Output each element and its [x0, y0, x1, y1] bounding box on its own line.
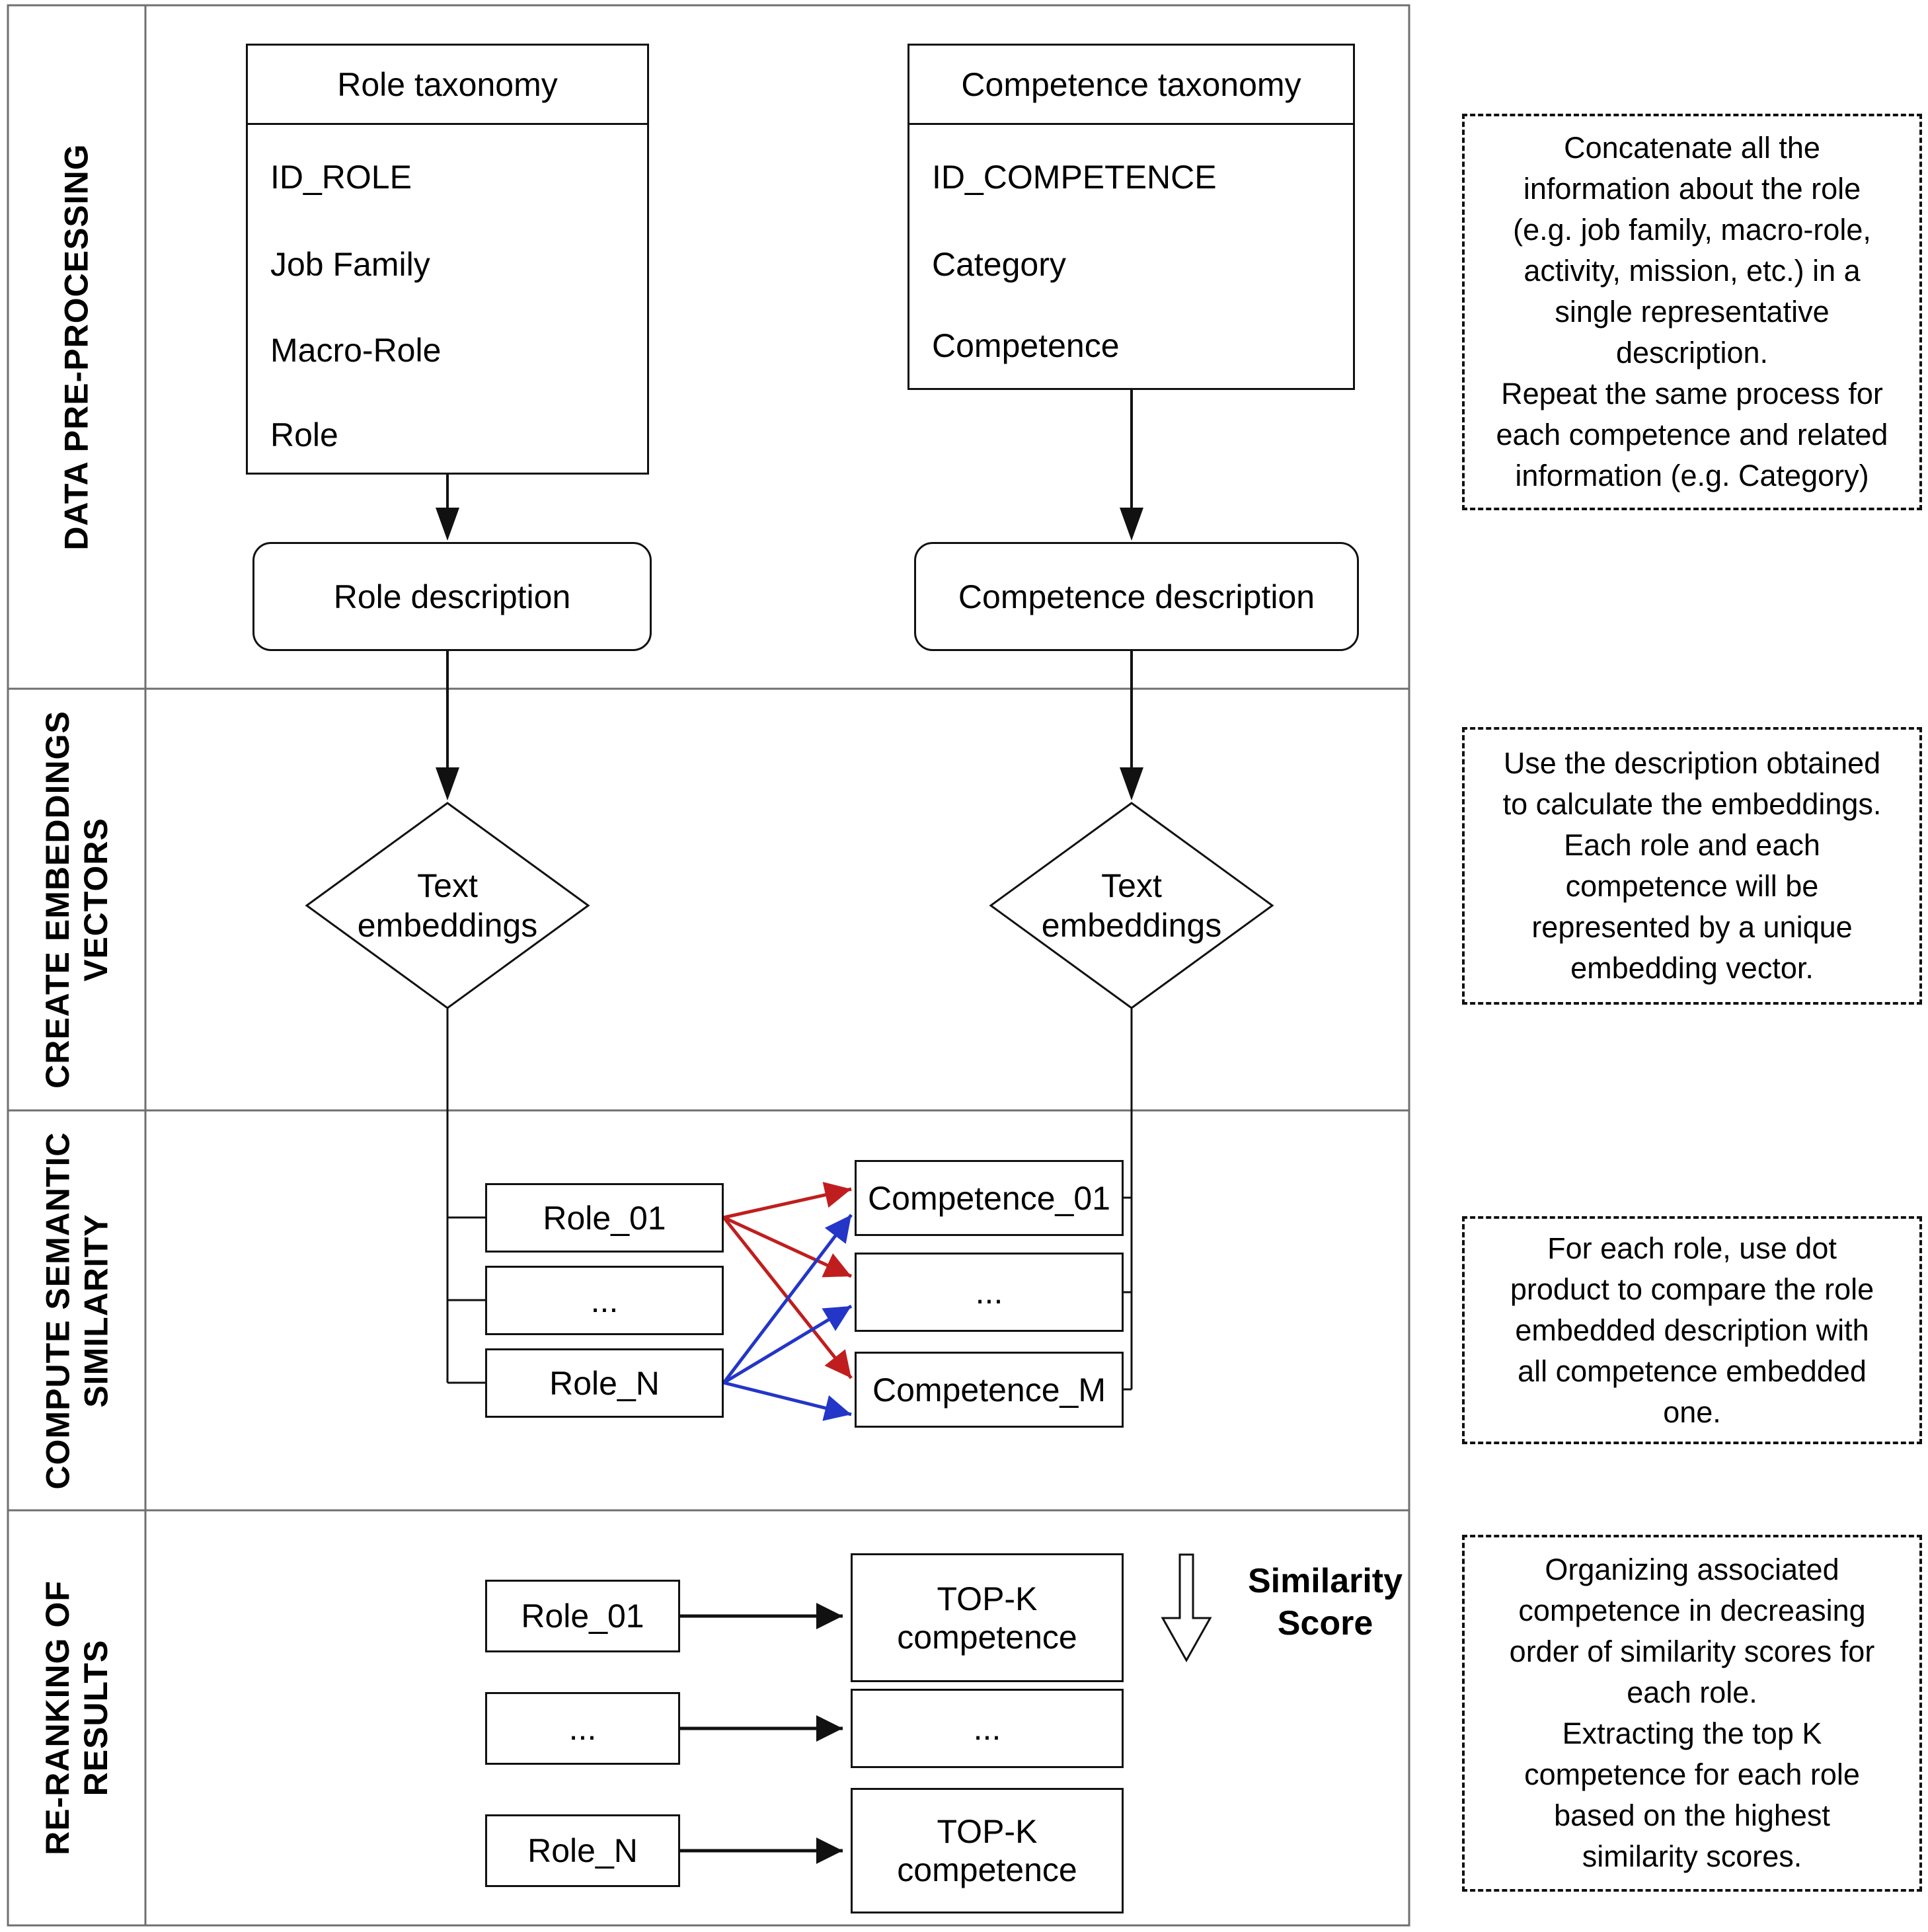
role-taxonomy-table: Role taxonomy ID_ROLE Job Family Macro-R…: [246, 44, 649, 475]
lane-3-header: COMPUTE SEMANTIC SIMILARITY: [8, 1110, 145, 1510]
similarity-score-label: Similarity Score: [1247, 1562, 1403, 1642]
lane-1-header: DATA PRE-PROCESSING: [8, 5, 145, 689]
annotation-line: competence will be: [1565, 869, 1819, 903]
annotation-line: Each role and each: [1564, 828, 1820, 862]
annotation-line: embedding vector.: [1570, 951, 1814, 985]
annotation-line: all competence embedded: [1518, 1354, 1867, 1388]
similarity-role-box-1: Role_01: [485, 1183, 724, 1253]
competence-taxonomy-arrowhead-icon: [1120, 508, 1143, 541]
role-taxonomy-field: Macro-Role: [270, 332, 442, 369]
annotation-line: description.: [1615, 336, 1769, 369]
similarity-arrow-red-1: [723, 1182, 852, 1219]
competence-taxonomy-field: Competence: [932, 327, 1120, 364]
competence-taxonomy-field: ID_COMPETENCE: [932, 159, 1217, 196]
annotation-line: information (e.g. Category): [1515, 459, 1869, 492]
role-text-embeddings-label: Text embeddings: [357, 867, 538, 944]
lane-1-label: DATA PRE-PROCESSING: [58, 143, 95, 551]
annotation-line: based on the highest: [1554, 1798, 1830, 1832]
lane-2-label: CREATE EMBEDDINGS VECTORS: [39, 711, 115, 1089]
rerank-topk-box-2: ...: [851, 1689, 1124, 1768]
lane-4-label: RE-RANKING OF RESULTS: [39, 1580, 115, 1855]
lane-4-header: RE-RANKING OF RESULTS: [8, 1510, 145, 1925]
annotation-reranking: Organizing associated competence in decr…: [1462, 1535, 1922, 1892]
rerank-role-box-1: Role_01: [485, 1580, 680, 1652]
role-taxonomy-arrowhead-icon: [436, 508, 459, 541]
annotation-line: information about the role: [1523, 172, 1861, 206]
similarity-arrow-red-2: [722, 1216, 853, 1278]
annotation-line: For each role, use dot: [1547, 1231, 1837, 1265]
annotation-line: Repeat the same process for: [1501, 377, 1883, 410]
role-embedding-arrowhead-icon: [436, 767, 459, 800]
annotation-line: Concatenate all the: [1564, 131, 1820, 165]
annotation-line: Extracting the top K: [1562, 1717, 1822, 1750]
annotation-line: each role.: [1627, 1676, 1757, 1709]
rerank-topk-box-1: TOP-K competence: [851, 1553, 1124, 1682]
annotation-line: (e.g. job family, macro-role,: [1513, 213, 1871, 247]
annotation-line: embedded description with: [1515, 1313, 1869, 1347]
competence-taxonomy-table: Competence taxonomy ID_COMPETENCE Catego…: [907, 44, 1355, 390]
role-description-node: Role description: [252, 542, 652, 651]
annotation-line: similarity scores.: [1582, 1839, 1802, 1873]
competence-text-embeddings-label: Text embeddings: [1041, 867, 1222, 944]
annotation-line: Use the description obtained: [1503, 746, 1881, 780]
similarity-competence-box-1: Competence_01: [855, 1160, 1124, 1236]
similarity-arrow-blue-3: [723, 1381, 852, 1421]
competence-description-node: Competence description: [914, 542, 1359, 651]
annotation-similarity: For each role, use dot product to compar…: [1462, 1216, 1922, 1444]
similarity-role-box-3: Role_N: [485, 1348, 724, 1418]
annotation-line: to calculate the embeddings.: [1502, 787, 1882, 821]
similarity-competence-box-2: ...: [855, 1253, 1124, 1332]
role-taxonomy-title: Role taxonomy: [248, 46, 647, 125]
annotation-line: order of similarity scores for: [1509, 1635, 1875, 1668]
lane-3-label: COMPUTE SEMANTIC SIMILARITY: [39, 1132, 114, 1489]
similarity-arrow-blue-2: [722, 1304, 853, 1385]
annotation-line: product to compare the role: [1510, 1272, 1874, 1306]
annotation-line: one.: [1663, 1395, 1721, 1429]
role-taxonomy-field: ID_ROLE: [270, 159, 412, 196]
annotation-line: competence in decreasing: [1518, 1594, 1866, 1627]
role-taxonomy-field: Role: [270, 416, 338, 453]
similarity-score-down-arrow-icon: [1161, 1553, 1212, 1663]
annotation-line: represented by a unique: [1531, 910, 1853, 944]
annotation-line: single representative: [1555, 295, 1830, 328]
rerank-role-box-2: ...: [485, 1692, 680, 1765]
annotation-line: each competence and related: [1496, 418, 1888, 451]
annotation-embeddings: Use the description obtained to calculat…: [1462, 727, 1922, 1005]
annotation-preprocessing: Concatenate all the information about th…: [1462, 114, 1922, 510]
annotation-line: activity, mission, etc.) in a: [1523, 254, 1861, 288]
table-outer-border: [7, 4, 1410, 1927]
similarity-role-box-2: ...: [485, 1266, 724, 1335]
lane-2-header: CREATE EMBEDDINGS VECTORS: [8, 689, 145, 1110]
similarity-arrow-blue-1: [722, 1214, 853, 1384]
annotation-line: Organizing associated: [1545, 1553, 1839, 1586]
role-taxonomy-field: Job Family: [270, 246, 430, 283]
similarity-competence-box-3: Competence_M: [855, 1352, 1124, 1428]
competence-embedding-arrowhead-icon: [1120, 767, 1143, 800]
competence-taxonomy-title: Competence taxonomy: [909, 46, 1353, 125]
annotation-line: competence for each role: [1524, 1758, 1860, 1791]
rerank-role-box-3: Role_N: [485, 1814, 680, 1887]
competence-taxonomy-field: Category: [932, 246, 1066, 283]
rerank-topk-box-3: TOP-K competence: [851, 1788, 1124, 1913]
